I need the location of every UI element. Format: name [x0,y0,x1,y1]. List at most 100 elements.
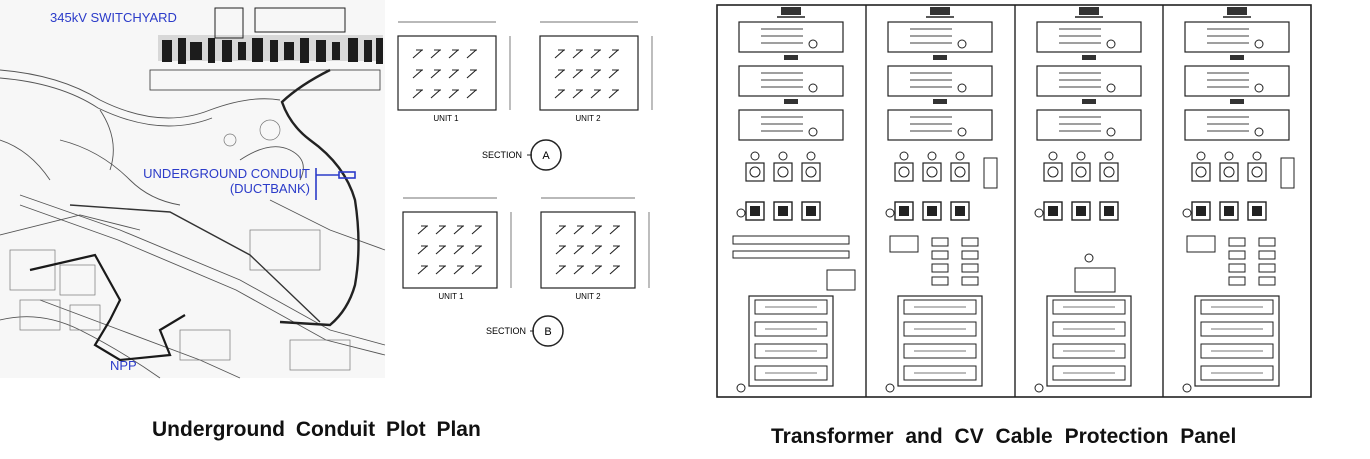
meter-dial [954,166,966,178]
terminal-block [1228,237,1246,247]
meter-lamp [750,151,760,161]
duct-symbol [430,69,441,79]
duct-symbol [448,49,459,59]
panel-section [732,7,856,393]
terminal-block [1228,263,1246,273]
section-a-unit1-label: UNIT 1 [433,114,459,123]
meter-box [894,162,914,182]
relay-handle [1230,55,1244,60]
lifting-lug [1227,7,1247,15]
meter-dial [898,166,910,178]
enclosure-outline [539,35,639,111]
panel-section [1014,5,1142,397]
panel-tag [885,383,895,393]
section-enclosure [402,197,512,289]
relay-handle [784,99,798,104]
relay-box [738,109,844,141]
relay-box [1036,21,1142,53]
terminal-block [961,263,979,273]
side-instrument [983,157,998,189]
nameplate-bar [732,250,850,259]
switch-tag [1034,208,1044,218]
relay-indicator [957,127,967,137]
section-b-unit2-label: UNIT 2 [575,292,601,301]
switch-tag [885,208,895,218]
plot-plan-map: 345kV SWITCHYARD UNDERGROUND CONDUIT (DU… [0,0,386,379]
duct-symbol [453,245,464,255]
duct-symbol [435,225,446,235]
relay-handle [933,99,947,104]
relay-box [1036,65,1142,97]
relay-indicator [1254,83,1264,93]
duct-symbol [430,49,441,59]
duct-symbol [573,245,584,255]
duct-symbol [453,265,464,275]
meter-box [1219,162,1239,182]
meter-dial [805,166,817,178]
relay-handle [1230,99,1244,104]
switch-knob [1224,206,1234,216]
switch-knob [806,206,816,216]
section-b-mark: SECTION B [486,315,564,347]
section-b-letter: B [544,326,551,338]
duct-symbol [466,69,477,79]
switch-knob [927,206,937,216]
panel-tag [1182,383,1192,393]
meter-lamp [806,151,816,161]
duct-symbol [572,69,583,79]
enclosure-outline [540,211,636,289]
duct-symbol [554,89,565,99]
terminal-block [931,250,949,260]
map-background [0,0,385,378]
duct-symbol [471,265,482,275]
duct-symbol [590,69,601,79]
duct-symbol [471,225,482,235]
relay-indicator [808,127,818,137]
section-b-circle [532,315,564,347]
relay-indicator [1106,127,1116,137]
duct-symbol [417,225,428,235]
duct-symbol [435,245,446,255]
relay-handle [1082,55,1096,60]
relay-box [887,65,993,97]
meter-lamp [1048,151,1058,161]
protection-panel-elevation [716,4,1312,398]
relay-box [1184,21,1290,53]
relay-indicator [957,39,967,49]
terminal-block [931,237,949,247]
duct-symbol [609,225,620,235]
duct-symbol [590,89,601,99]
side-instrument [1280,157,1295,189]
meter-dial [926,166,938,178]
enclosure-outline [402,211,498,289]
duct-symbol [572,49,583,59]
meter-dial [749,166,761,178]
switchyard-structures [149,7,383,91]
panel-tag [736,383,746,393]
section-drawings [397,21,653,289]
terminal-block [1228,250,1246,260]
duct-symbol [417,245,428,255]
relay-box [738,65,844,97]
duct-symbol [608,69,619,79]
switch-knob [955,206,965,216]
duct-symbol [591,265,602,275]
duct-symbol [554,69,565,79]
lifting-lug [781,7,801,15]
section-a-circle [530,139,562,171]
meter-box [773,162,793,182]
duct-symbol [554,49,565,59]
terminal-block [1258,276,1276,286]
terminal-block [1228,276,1246,286]
switch-knob [1252,206,1262,216]
switch-tag [736,208,746,218]
meter-lamp [1196,151,1206,161]
section-enclosure [540,197,650,289]
terminal-block [961,276,979,286]
conduit-branch [69,204,321,323]
meter-box [1099,162,1119,182]
panel-tag [1034,383,1044,393]
duct-symbol [609,245,620,255]
duct-symbol [573,265,584,275]
panel-caption: Transformer and CV Cable Protection Pane… [771,425,1237,448]
